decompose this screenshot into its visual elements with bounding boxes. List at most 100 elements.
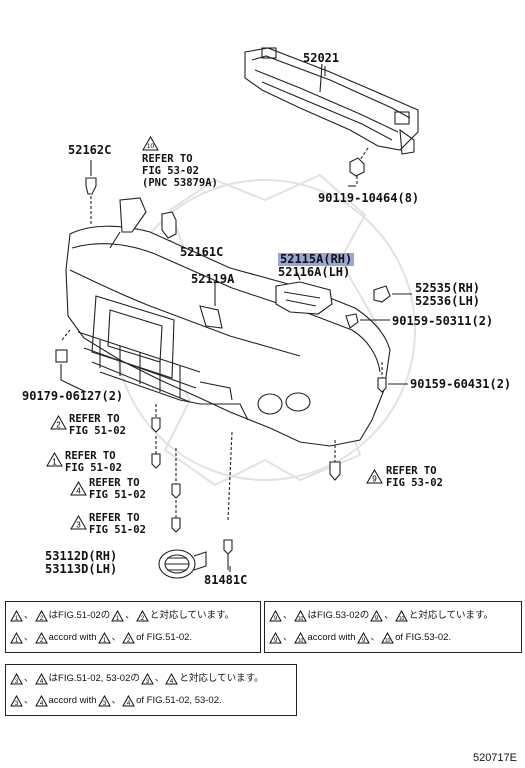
note-box-fig-53-02: 9 、 10 はFIG.53-02の 9 、 10 と対応しています。 9 、 …	[264, 601, 522, 653]
ref-4-line1: REFER TO	[89, 477, 140, 489]
note-triangle-1c-icon: 1	[10, 632, 23, 644]
clip-52162c	[85, 160, 97, 226]
ref-triangle-1-icon: 1	[46, 452, 63, 467]
note-triangle-2c-icon: 2	[34, 632, 48, 644]
svg-text:10: 10	[385, 638, 391, 644]
svg-text:9: 9	[361, 638, 365, 644]
note-triangle-9b-icon: 9	[370, 610, 384, 622]
bumper-assembly-drawing	[55, 47, 419, 579]
ref-triangle-3-icon: 3	[70, 515, 87, 530]
ref-9-line2: FIG 53-02	[386, 477, 443, 489]
svg-text:4: 4	[39, 679, 43, 685]
note-3-en-line: 3 、 4 accord with 3 、 4 of FIG.51-02, 53…	[10, 693, 222, 709]
note-triangle-9c-icon: 9	[269, 632, 282, 644]
screw-90159-60431	[377, 362, 408, 393]
fog-lamp-53112d	[158, 549, 207, 579]
note-triangle-4-icon: 4	[34, 673, 48, 685]
note-triangle-2d-icon: 2	[122, 632, 135, 644]
note-triangle-3-icon: 3	[10, 673, 23, 685]
clip-81481c	[223, 431, 233, 570]
part-label-52161c: 52161C	[180, 245, 224, 259]
note-triangle-2-icon: 2	[34, 610, 48, 622]
note-3-en-text-2: of FIG.51-02, 53-02.	[136, 695, 222, 706]
svg-text:1: 1	[15, 638, 19, 644]
note-2-jp-text-2: と対応しています。	[408, 610, 494, 621]
note-triangle-1d-icon: 1	[97, 632, 111, 644]
part-label-90119: 90119-10464(8)	[318, 191, 420, 205]
svg-text:4: 4	[127, 701, 131, 707]
ref-triangle-2-icon: 2	[50, 415, 67, 430]
note-2-en-text-2: of FIG.53-02.	[395, 632, 452, 643]
part-label-52162c: 52162C	[68, 143, 112, 157]
note-3-en-text: accord with	[48, 695, 97, 706]
svg-text:4: 4	[170, 679, 174, 685]
part-label-90159-60431: 90159-60431(2)	[410, 377, 512, 391]
ref-10-line2: FIG 53-02	[142, 165, 199, 177]
part-label-90159-50311: 90159-50311(2)	[392, 314, 494, 328]
note-2-en-line: 9 、 10 accord with 9 、 10 of FIG.53-02.	[269, 630, 451, 646]
svg-text:9: 9	[375, 616, 379, 622]
note-1-en-text-2: of FIG.51-02.	[136, 632, 193, 643]
bolt-90119	[349, 147, 369, 186]
ref-4-line2: FIG 51-02	[89, 489, 146, 501]
note-box-fig-51-02-53-02: 3 、 4 はFIG.51-02, 53-02の 3 、 4 と対応しています。…	[5, 664, 297, 716]
note-triangle-4d-icon: 4	[122, 695, 135, 707]
note-triangle-4b-icon: 4	[165, 673, 179, 685]
ref-10-line1: REFER TO	[142, 153, 193, 165]
note-3-jp-line: 3 、 4 はFIG.51-02, 53-02の 3 、 4 と対応しています。	[10, 671, 264, 687]
svg-text:3: 3	[102, 701, 106, 707]
svg-text:9: 9	[274, 616, 278, 622]
svg-text:2: 2	[39, 638, 43, 644]
svg-text:3: 3	[76, 521, 81, 530]
note-1-jp-text-2: と対応しています。	[149, 610, 235, 621]
note-2-en-text: accord with	[307, 632, 356, 643]
part-label-52535: 52535(RH)	[415, 281, 481, 295]
bumper-reinforcement-52021	[244, 47, 419, 155]
note-3-jp-text-2: と対応しています。	[179, 673, 264, 684]
leader-lines	[60, 66, 356, 572]
part-label-52115a: 52115A(RH)	[278, 252, 355, 266]
part-label-81481c: 81481C	[204, 573, 248, 587]
ref-2-line1: REFER TO	[69, 413, 120, 425]
svg-text:3: 3	[15, 679, 19, 685]
ref-triangle-10-icon: 10	[142, 136, 159, 151]
svg-text:9: 9	[274, 638, 278, 644]
ref-3-line1: REFER TO	[89, 512, 140, 524]
note-triangle-10c-icon: 10	[293, 632, 307, 644]
note-1-jp-text: はFIG.51-02の	[48, 610, 111, 621]
fastener-ref-4	[171, 448, 181, 499]
side-retainer-52115a	[275, 269, 333, 315]
note-triangle-1-icon: 1	[10, 610, 23, 622]
svg-text:3: 3	[146, 679, 150, 685]
ref-triangle-9-icon: 9	[366, 469, 383, 484]
svg-text:1: 1	[116, 616, 120, 622]
note-2-jp-line: 9 、 10 はFIG.53-02の 9 、 10 と対応しています。	[269, 608, 493, 624]
fastener-ref-1	[151, 436, 161, 469]
svg-text:4: 4	[39, 701, 43, 707]
figure-code: 520717E	[472, 752, 517, 764]
note-3-jp-text: はFIG.51-02, 53-02の	[48, 673, 140, 684]
ref-1-line1: REFER TO	[65, 450, 116, 462]
part-label-52536: 52536(LH)	[415, 294, 481, 308]
svg-text:10: 10	[297, 638, 303, 644]
ref-1-line2: FIG 51-02	[65, 462, 122, 474]
part-label-52116a: 52116A(LH)	[278, 265, 351, 279]
note-triangle-4c-icon: 4	[34, 695, 48, 707]
bumper-cover-52119a	[65, 197, 391, 447]
fastener-ref-2	[151, 404, 161, 433]
part-label-52119a: 52119A	[191, 272, 235, 286]
svg-text:1: 1	[102, 638, 106, 644]
note-2-jp-text: はFIG.53-02の	[307, 610, 370, 621]
svg-text:2: 2	[127, 638, 131, 644]
svg-text:10: 10	[147, 143, 155, 150]
note-triangle-3b-icon: 3	[141, 673, 154, 685]
note-triangle-2b-icon: 2	[135, 610, 149, 622]
note-triangle-10d-icon: 10	[381, 632, 394, 644]
screw-90159-50311	[345, 313, 390, 329]
note-triangle-1b-icon: 1	[111, 610, 125, 622]
svg-text:3: 3	[15, 701, 19, 707]
note-triangle-10-icon: 10	[293, 610, 307, 622]
note-triangle-3d-icon: 3	[97, 695, 111, 707]
svg-text:1: 1	[15, 616, 19, 622]
part-label-53112d: 53112D(RH)	[45, 549, 118, 563]
